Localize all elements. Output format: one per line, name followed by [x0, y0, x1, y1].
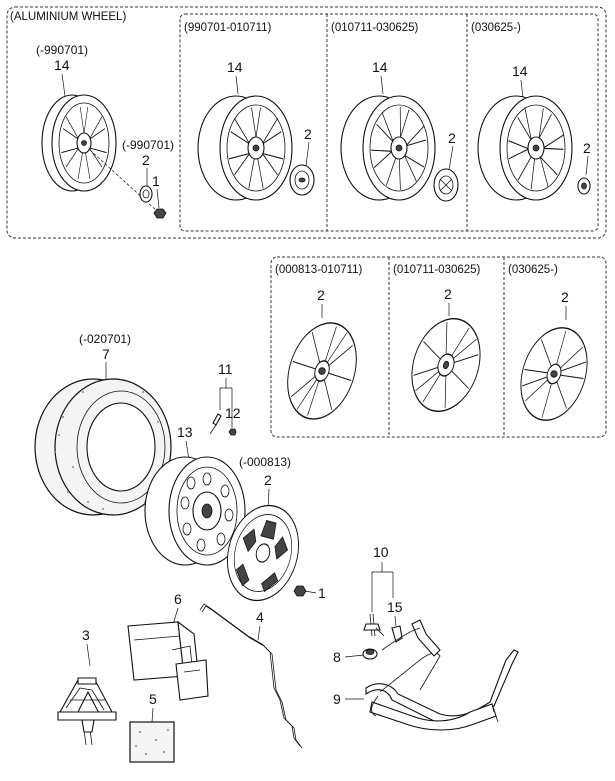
- carrier-clip-leader: [394, 615, 397, 627]
- wheel-cover-panel: (000813-010711) (010711-030625) (030625-…: [270, 256, 607, 438]
- alloy-wheel-c-leader: [380, 75, 384, 95]
- alloy-wheel-c-part-number: 14: [372, 59, 388, 75]
- spare-carrier-part-number: 9: [333, 691, 341, 707]
- jack-handle: [199, 603, 303, 749]
- wheel-cover-b-part-number: 2: [444, 286, 452, 302]
- tire: [34, 378, 172, 516]
- jack: [57, 677, 117, 746]
- wheel-nut: [228, 428, 237, 436]
- wheel-cover-a-part-number: 2: [317, 287, 325, 303]
- steel-wheel-cover: [226, 504, 300, 602]
- spare-carrier-bolt-assembly-part-number: 10: [373, 544, 389, 560]
- alloy-wheel-d-leader: [520, 79, 524, 99]
- center-cap-d-leader: [585, 155, 589, 176]
- wheel-cover-a: [277, 316, 367, 426]
- carrier-bolt: [363, 613, 385, 637]
- tool-pad: [129, 721, 175, 763]
- steel-wheel-cover-date: (-000813): [239, 455, 291, 469]
- steel-wheel-cover-part-number: 2: [264, 472, 272, 488]
- center-cap-b: [289, 164, 315, 196]
- lug-nut: [293, 585, 307, 597]
- alloy-wheel-a-part-number: 14: [54, 57, 70, 73]
- center-cap-b-leader: [305, 141, 310, 167]
- wheel-cover-c-part-number: 2: [561, 289, 569, 305]
- jack-handle-leader: [257, 625, 261, 641]
- center-cap-c-part-number: 2: [448, 130, 456, 146]
- wheel-bolt: [209, 413, 222, 435]
- steel-wheel-cover-leader: [267, 488, 270, 509]
- tool-pad-leader: [151, 707, 154, 723]
- aluminium-section-header-2: (010711-030625): [331, 22, 419, 34]
- wheel-cover-b: [399, 304, 493, 426]
- center-cap-c-leader: [448, 145, 454, 171]
- jack-leader: [86, 643, 91, 667]
- tool-pad-part-number: 5: [149, 691, 157, 707]
- carrier-guide-part-number: 8: [333, 649, 341, 665]
- alloy-wheel-b-leader: [235, 75, 239, 95]
- wheel-bolt-assembly-bracket: [219, 387, 233, 428]
- lug-nut-a-part-number: 1: [152, 173, 160, 189]
- aluminium-section-header-1: (990701-010711): [184, 22, 272, 34]
- alloy-wheel-d-part-number: 14: [512, 63, 528, 79]
- alloy-wheel-a-date: (-990701): [36, 43, 88, 57]
- alloy-wheel-a: [41, 94, 117, 192]
- center-cap-c: [433, 168, 459, 202]
- alloy-wheel-b-part-number: 14: [227, 59, 243, 75]
- carrier-guide-leader: [344, 654, 365, 658]
- tire-part-number: 7: [102, 346, 110, 362]
- steel-wheel: [144, 456, 246, 566]
- carrier-clip-part-number: 15: [387, 599, 403, 615]
- aluminium-wheel-panel: (ALUMINIUM WHEEL) (990701-010711) (01071…: [6, 6, 607, 239]
- wheel-nut-part-number: 12: [225, 405, 241, 421]
- alloy-wheel-a-leader: [61, 73, 66, 97]
- jack-handle-part-number: 4: [256, 609, 264, 625]
- wheel-cover-section-header-2: (010711-030625): [393, 264, 481, 276]
- wheel-cover-section-header-1: (000813-010711): [275, 264, 363, 276]
- lug-nut-part-number: 1: [318, 585, 326, 601]
- spare-carrier: [365, 619, 519, 731]
- spare-carrier-bolt-assembly-bracket: [371, 571, 394, 612]
- alloy-wheel-d: [477, 93, 573, 203]
- alloy-wheel-c: [340, 95, 436, 201]
- tool-bag-part-number: 6: [174, 591, 182, 607]
- wheel-bolt-assembly-part-number: 11: [218, 361, 233, 377]
- tool-bag: [127, 620, 209, 701]
- center-cap-d-part-number: 2: [583, 140, 591, 156]
- lug-nut-a-leader: [156, 188, 160, 209]
- carrier-guide: [362, 648, 378, 660]
- center-cap-a-part-number: 2: [142, 152, 150, 168]
- alloy-wheel-b: [197, 95, 293, 201]
- wheel-cover-section-header-3: (030625-): [508, 264, 558, 276]
- tire-date: (-020701): [79, 332, 131, 346]
- alloy-cap-a-date: (-990701): [122, 138, 174, 152]
- aluminium-section-header-3: (030625-): [471, 22, 521, 34]
- center-cap-a: [139, 185, 153, 203]
- aluminium-panel-title: (ALUMINIUM WHEEL): [10, 11, 126, 23]
- lug-nut-a: [153, 208, 167, 219]
- center-cap-d: [577, 177, 591, 195]
- lug-nut-leader: [304, 590, 317, 594]
- aluminium-panel-frame: [6, 6, 607, 239]
- wheel-cover-panel-frame: [270, 256, 607, 438]
- jack-part-number: 3: [82, 627, 90, 643]
- steel-wheel-part-number: 13: [177, 424, 193, 440]
- center-cap-b-part-number: 2: [304, 126, 312, 142]
- wheel-cover-c: [512, 312, 596, 436]
